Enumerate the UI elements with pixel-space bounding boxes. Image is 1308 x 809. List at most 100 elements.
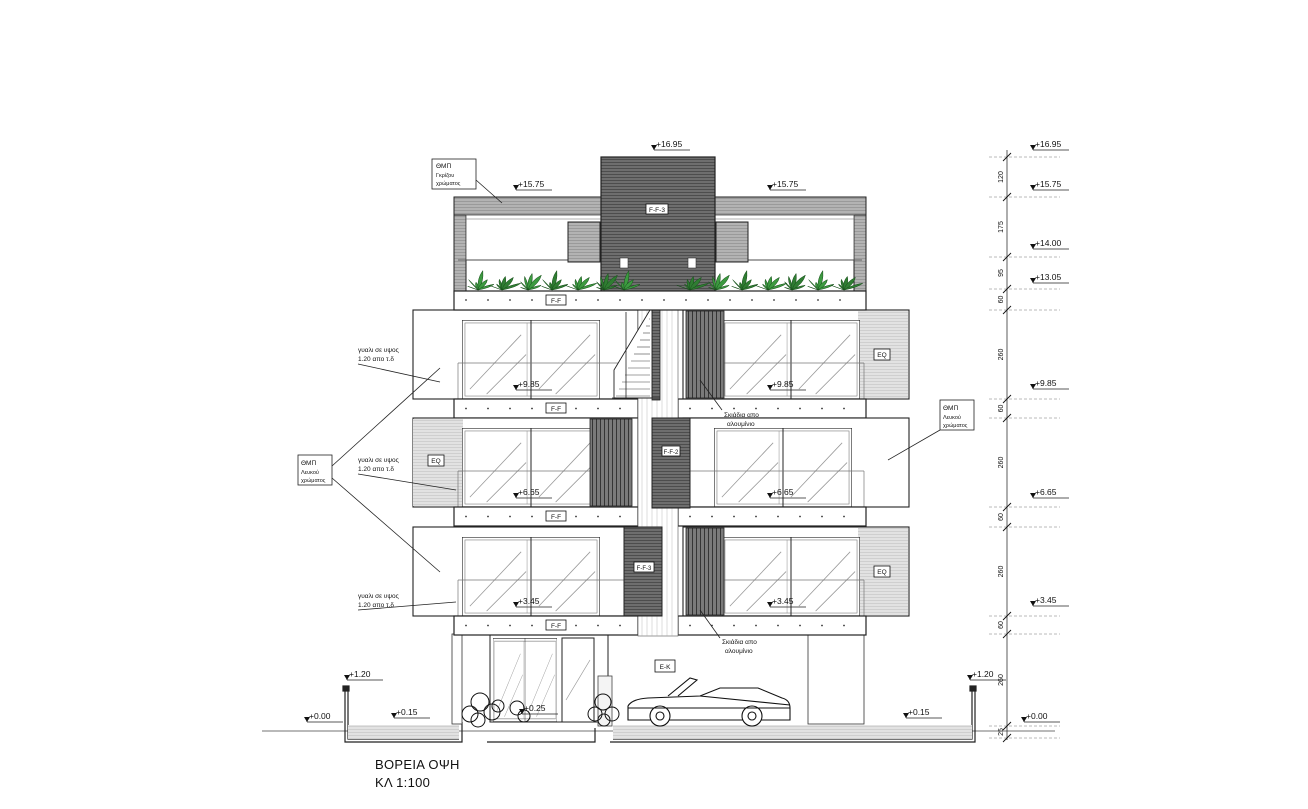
- level-015-right: +0.15: [903, 707, 942, 719]
- roof-planter-slab: [453, 290, 867, 311]
- dimension-value: 260: [998, 457, 1005, 469]
- dimension-value: 120: [998, 171, 1005, 183]
- tag-ff: F-F: [551, 514, 561, 521]
- ground-floor: [451, 633, 865, 728]
- svg-text:Λευκού: Λευκού: [301, 469, 319, 476]
- level-985-left: +9.85: [513, 379, 552, 391]
- tag-eq: EQ: [431, 458, 440, 465]
- level-label: +9.85: [772, 379, 794, 389]
- level-015-left: +0.15: [391, 707, 430, 719]
- tag-ff3-top: F-F-3: [649, 207, 665, 214]
- dimension-value: 25: [998, 728, 1005, 736]
- svg-text:Γκρίζου: Γκρίζου: [436, 173, 454, 179]
- glass-note-line2: 1.20 απο τ.δ: [358, 356, 394, 363]
- svg-text:αλουμίνιο: αλουμίνιο: [727, 420, 755, 428]
- svg-text:ΘΜΠ: ΘΜΠ: [301, 460, 316, 467]
- level-label: +1.20: [972, 669, 994, 679]
- note-thmp-white-right: ΘΜΠ Λευκού χρώματος: [887, 399, 975, 461]
- level-label: +15.75: [1035, 179, 1062, 189]
- level-label: +15.75: [772, 179, 799, 189]
- right-level-3: +13.05: [1030, 272, 1069, 284]
- roof-plants: [467, 269, 864, 291]
- glass-note-line1: γυαλι σε υψος: [358, 457, 399, 464]
- level-000-left: +0.00: [304, 711, 343, 723]
- level-1575-right: +15.75: [767, 179, 806, 191]
- level-label: +6.65: [1035, 487, 1057, 497]
- note-thmp-white-left: ΘΜΠ Λευκού χρώματος: [297, 367, 441, 573]
- tag-ek: E-K: [660, 664, 672, 671]
- tag-eq: EQ: [877, 352, 886, 359]
- svg-text:Λευκού: Λευκού: [943, 414, 961, 421]
- level-label: +14.00: [1035, 238, 1062, 248]
- svg-text:ΘΜΠ: ΘΜΠ: [943, 405, 958, 412]
- right-level-1: +15.75: [1030, 179, 1069, 191]
- level-label: +16.95: [656, 139, 683, 149]
- aluminium-shades: [685, 310, 725, 399]
- ground-glazing: [493, 637, 595, 723]
- svg-text:αλουμίνιο: αλουμίνιο: [725, 647, 753, 655]
- aluminium-shades: [685, 527, 725, 616]
- stair-tower-cladding: [600, 156, 716, 294]
- right-level-4: +9.85: [1030, 378, 1069, 390]
- tag-ff2: F-F-2: [664, 450, 679, 456]
- tag-eq: EQ: [877, 569, 886, 576]
- dimension-value: 60: [998, 621, 1005, 629]
- level-000-right: +0.00: [1021, 711, 1060, 723]
- tag-ff-roof: F-F: [551, 298, 561, 305]
- car-illustration: [627, 677, 791, 727]
- level-665-left: +6.65: [513, 487, 552, 499]
- level-665-right: +6.65: [767, 487, 806, 499]
- level-label: +16.95: [1035, 139, 1062, 149]
- svg-text:Σκιάδια απο: Σκιάδια απο: [724, 411, 759, 419]
- dimension-value: 260: [998, 349, 1005, 361]
- penthouse-level: F-F-3 F-F: [453, 156, 867, 311]
- penthouse-louvre-left: [567, 221, 601, 263]
- tag-ff: F-F: [551, 406, 561, 413]
- right-level-2: +14.00: [1030, 238, 1069, 250]
- glass-note-line2: 1.20 απο τ.δ: [358, 466, 394, 473]
- dimension-value: 260: [998, 566, 1005, 578]
- shrub-right: [587, 693, 620, 727]
- dimension-value: 60: [998, 296, 1005, 304]
- dimension-value: 260: [998, 674, 1005, 686]
- right-level-6: +3.45: [1030, 595, 1069, 607]
- glass-note-line1: γυαλι σε υψος: [358, 347, 399, 354]
- level-label: +1.20: [349, 669, 371, 679]
- svg-text:χρώματος: χρώματος: [943, 422, 968, 429]
- dimension-value: 175: [998, 221, 1005, 233]
- glass-note-line1: γυαλι σε υψος: [358, 593, 399, 600]
- note-shades-lower: Σκιάδια απο αλουμίνιο: [699, 609, 757, 655]
- svg-text:χρώματος: χρώματος: [436, 180, 461, 187]
- svg-text:χρώματος: χρώματος: [301, 477, 326, 484]
- level-label: +0.25: [524, 703, 546, 713]
- level-345-right: +3.45: [767, 596, 806, 608]
- note-shades-upper: Σκιάδια απο αλουμίνιο: [699, 379, 759, 428]
- level-label: +0.00: [1026, 711, 1048, 721]
- note-thmp-grey: ΘΜΠ Γκρίζου χρώματος: [431, 158, 503, 204]
- note-glass-1: γυαλι σε υψος 1.20 απο τ.δ: [357, 457, 457, 491]
- level-label: +0.00: [309, 711, 331, 721]
- tag-ff: F-F: [551, 623, 561, 630]
- svg-text:ΘΜΠ: ΘΜΠ: [436, 163, 451, 170]
- shrub-left: [461, 692, 505, 728]
- level-345-left: +3.45: [513, 596, 552, 608]
- level-1695: +16.95: [651, 139, 690, 151]
- level-label: +3.45: [518, 596, 540, 606]
- level-025: +0.25: [519, 703, 558, 715]
- level-label: +6.65: [518, 487, 540, 497]
- tag-ek-box: [654, 659, 676, 673]
- floor-3: EQ F-F: [412, 309, 910, 419]
- level-label: +3.45: [1035, 595, 1057, 605]
- level-label: +0.15: [908, 707, 930, 717]
- dimension-value: 60: [998, 513, 1005, 521]
- level-label: +0.15: [396, 707, 418, 717]
- svg-text:Σκιάδια απο: Σκιάδια απο: [722, 638, 757, 646]
- drawing-title: ΒΟΡΕΙΑ ΟΨΗ: [375, 757, 460, 772]
- level-label: +9.85: [518, 379, 540, 389]
- level-label: +9.85: [1035, 378, 1057, 388]
- penthouse-louvre-right: [715, 221, 749, 263]
- level-985-right: +9.85: [767, 379, 806, 391]
- floor-2: EQ F-F: [412, 417, 910, 527]
